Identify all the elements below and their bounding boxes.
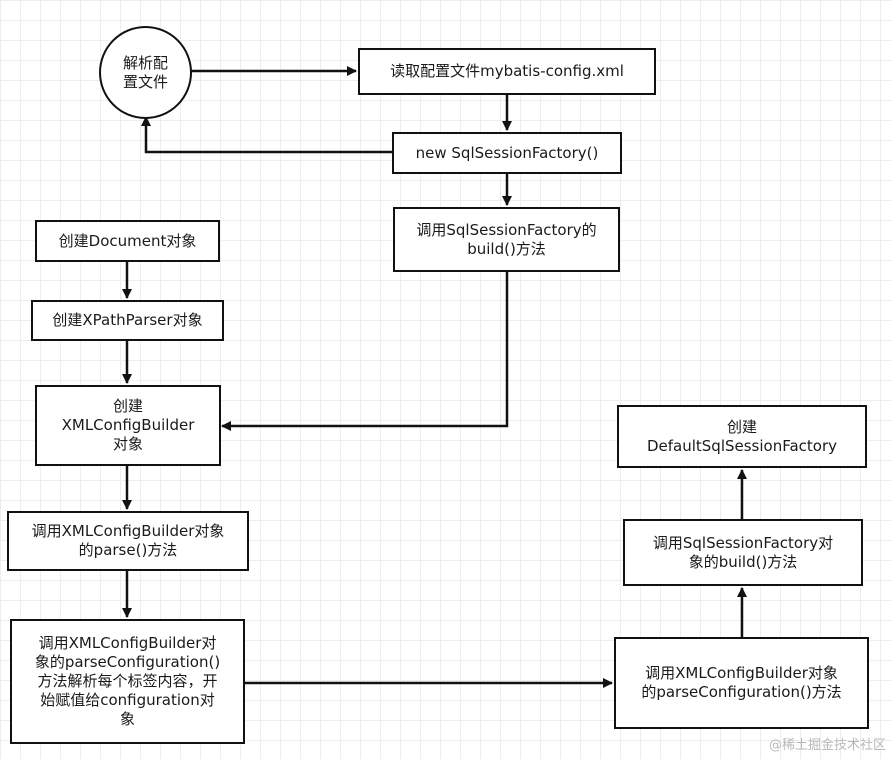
node-parse-config: 解析配 置文件: [99, 26, 192, 119]
node-call-build: 调用SqlSessionFactory的 build()方法: [393, 207, 620, 272]
node-read-config: 读取配置文件mybatis-config.xml: [358, 48, 656, 95]
node-create-default: 创建 DefaultSqlSessionFactory: [617, 405, 867, 468]
edge-build-to-xmlbuilder: [221, 272, 509, 431]
node-call-parseconfig-left: 调用XMLConfigBuilder对 象的parseConfiguration…: [10, 619, 245, 744]
node-call-parse: 调用XMLConfigBuilder对象 的parse()方法: [7, 511, 249, 571]
node-call-factory-build: 调用SqlSessionFactory对 象的build()方法: [623, 519, 863, 586]
node-create-xpath: 创建XPathParser对象: [31, 300, 224, 341]
node-create-document: 创建Document对象: [35, 220, 220, 262]
edge-new-to-parse: [141, 116, 392, 154]
node-new-factory: new SqlSessionFactory(): [392, 132, 622, 174]
node-create-xmlbuilder: 创建 XMLConfigBuilder 对象: [35, 385, 221, 466]
node-call-parseconfig-right: 调用XMLConfigBuilder对象 的parseConfiguration…: [614, 637, 869, 729]
watermark: @稀土掘金技术社区: [768, 738, 886, 753]
